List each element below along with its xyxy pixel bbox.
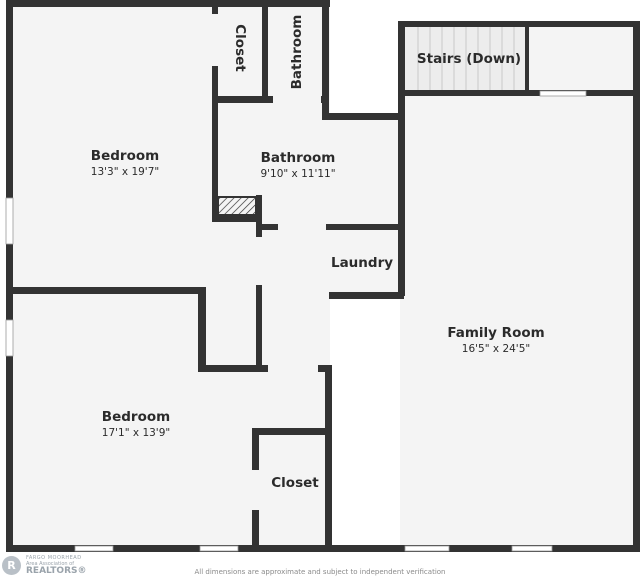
stairs-label: Stairs (Down) bbox=[417, 51, 521, 67]
realtors-logo: R FARGO MOORHEAD Area Association of REA… bbox=[2, 555, 92, 577]
bedroom-top-dims: 13'3" x 19'7" bbox=[91, 166, 159, 178]
laundry-label: Laundry bbox=[331, 255, 393, 271]
walls bbox=[6, 0, 640, 552]
room-labels: Bedroom 13'3" x 19'7" Closet Bathroom Ba… bbox=[91, 15, 545, 491]
bedroom-bottom-name: Bedroom bbox=[102, 409, 170, 425]
stairs-treads bbox=[405, 26, 634, 92]
closet-top-name: Closet bbox=[232, 24, 248, 72]
bedroom-top-name: Bedroom bbox=[91, 148, 159, 164]
disclaimer: All dimensions are approximate and subje… bbox=[194, 568, 446, 576]
family-room-name: Family Room bbox=[447, 325, 544, 341]
bathroom-main-name: Bathroom bbox=[261, 150, 336, 166]
closet-bottom-name: Closet bbox=[271, 475, 319, 491]
door-openings bbox=[212, 14, 326, 510]
windows bbox=[5, 90, 587, 552]
bathroom-main-dims: 9'10" x 11'11" bbox=[260, 168, 335, 180]
family-room-dims: 16'5" x 24'5" bbox=[462, 343, 530, 355]
bathroom-small-name: Bathroom bbox=[289, 15, 305, 90]
chimney-block bbox=[217, 196, 257, 216]
logo-top-line: FARGO MOORHEAD bbox=[26, 555, 82, 561]
logo-bottom-line: REALTORS® bbox=[26, 566, 87, 576]
bedroom-bottom-dims: 17'1" x 13'9" bbox=[102, 427, 170, 439]
logo-mid-line: Area Association of bbox=[26, 561, 74, 567]
realtor-r-icon: R bbox=[2, 556, 21, 575]
